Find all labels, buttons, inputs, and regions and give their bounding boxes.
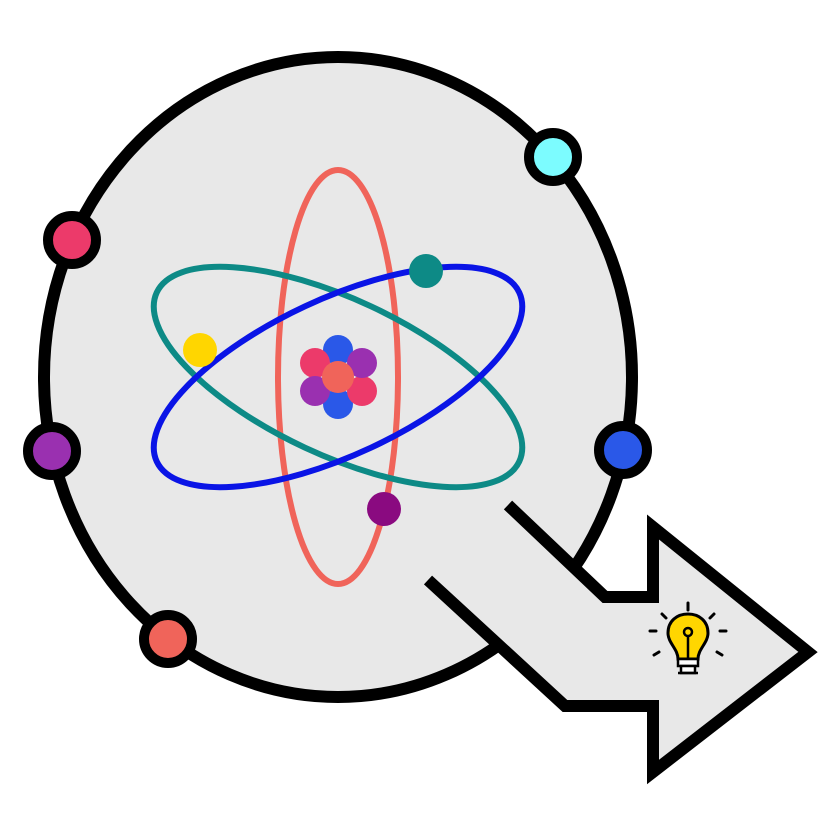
electron-yellow (183, 333, 217, 367)
atom-icon (150, 167, 526, 587)
arrow-icon (423, 500, 818, 785)
orbit-vertical (275, 167, 401, 587)
ring-dot-cyan (524, 128, 582, 186)
arrow-outline (423, 500, 818, 785)
orbit-teal (150, 263, 526, 491)
electron-purple (367, 492, 401, 526)
ring-dot-pink (43, 211, 101, 269)
orbit-blue (150, 263, 526, 491)
ring-dot-coral (139, 610, 197, 668)
ring-dot-purple (23, 422, 81, 480)
nucleus (300, 335, 377, 419)
electron-teal (409, 254, 443, 288)
ring-dots (23, 128, 652, 668)
ring-dot-blue (594, 421, 652, 479)
lightbulb-icon (648, 601, 728, 675)
